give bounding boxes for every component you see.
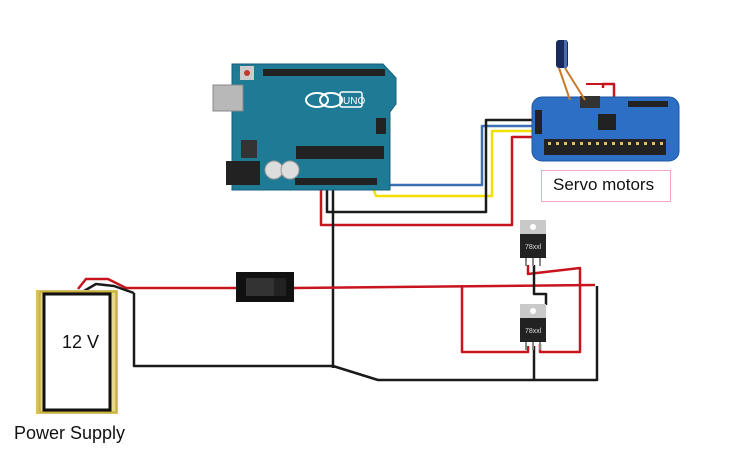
- pwm-driver-icon: [531, 96, 680, 162]
- servo-motors-label: Servo motors: [553, 175, 655, 194]
- wire-black-arduino-pwm: [325, 118, 540, 214]
- wire-battery-red: [77, 277, 236, 290]
- capacitor-icon: [556, 40, 603, 101]
- wire-red-reg-top-out: [526, 265, 582, 354]
- wire-yellow-signal: [370, 129, 540, 198]
- wire-black-reg-ground: [532, 265, 548, 305]
- arduino-brand-label: UNO: [343, 96, 365, 107]
- regulator-top-label: 78xxl: [525, 244, 542, 251]
- battery-icon: [36, 290, 118, 414]
- wire-black-ground-main: [132, 286, 599, 382]
- wire-battery-black: [83, 282, 135, 295]
- voltage-regulator-icon: 78xxl: [520, 220, 546, 266]
- regulator-bottom-label: 78xxl: [525, 328, 542, 335]
- wire-red-pwm-right: [601, 82, 616, 102]
- servo-motors-box: [541, 170, 671, 202]
- switch-icon: [236, 272, 294, 302]
- wire-red-switch-reg: [293, 283, 596, 290]
- wire-red-arduino-pwm: [319, 135, 540, 227]
- wires: [77, 82, 616, 382]
- wire-blue-signal: [380, 124, 540, 187]
- battery-voltage-label: 12 V: [62, 332, 100, 352]
- voltage-regulator-icon: 78xxl: [520, 304, 546, 350]
- arduino-uno-icon: UNO: [212, 63, 397, 191]
- power-supply-label: Power Supply: [14, 423, 126, 443]
- wire-red-reg-loop: [460, 285, 530, 354]
